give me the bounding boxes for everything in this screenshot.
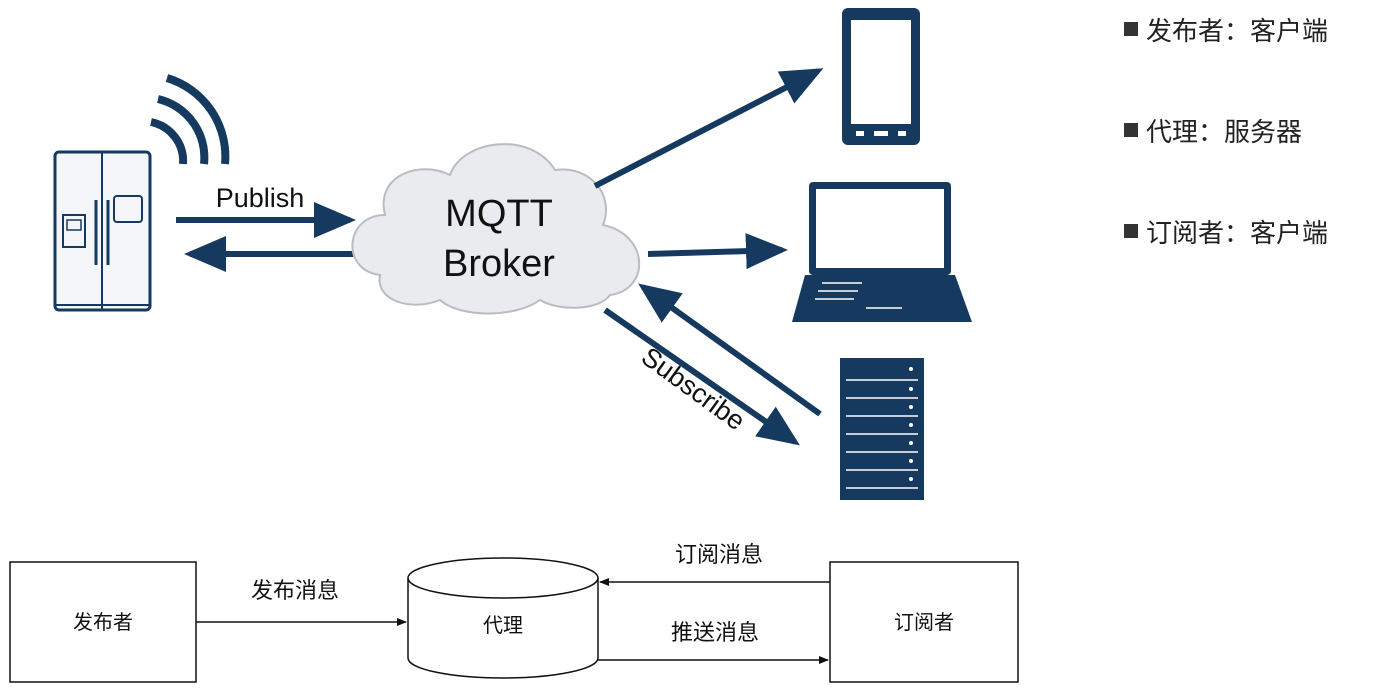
server-icon bbox=[840, 358, 924, 500]
arrow-to-phone bbox=[593, 68, 824, 189]
legend-text: 订阅者：客户端 bbox=[1146, 218, 1329, 249]
publish-label: Publish bbox=[216, 183, 305, 213]
wifi-signal-icon bbox=[150, 74, 230, 165]
legend-item: 代理：服务器 bbox=[1124, 111, 1374, 149]
square-bullet-icon bbox=[1124, 224, 1138, 238]
laptop-icon bbox=[792, 182, 972, 322]
subscriber-box bbox=[829, 561, 1019, 683]
publish-msg-label: 发布消息 bbox=[251, 579, 339, 604]
cloud-icon bbox=[351, 143, 641, 315]
publisher-label: 发布者 bbox=[73, 610, 133, 634]
subscribe-arrow bbox=[638, 283, 822, 417]
square-bullet-icon bbox=[1124, 22, 1138, 36]
publisher-box bbox=[9, 561, 197, 683]
legend-item: 订阅者：客户端 bbox=[1124, 212, 1374, 250]
legend-text: 发布者：客户端 bbox=[1146, 16, 1329, 47]
arrow-to-laptop bbox=[647, 233, 788, 270]
subscriber-label: 订阅者 bbox=[894, 610, 954, 634]
legend-text: 代理：服务器 bbox=[1146, 117, 1303, 148]
broker-cylinder-label: 代理 bbox=[483, 613, 523, 637]
push-msg-label: 推送消息 bbox=[671, 621, 759, 646]
push-arrow-to-server bbox=[603, 307, 800, 446]
smartphone-icon bbox=[842, 8, 920, 145]
legend: 发布者：客户端 代理：服务器 订阅者：客户端 bbox=[1124, 10, 1374, 313]
legend-item: 发布者：客户端 bbox=[1124, 10, 1374, 48]
broker-label-line2: Broker bbox=[443, 243, 555, 285]
broker-cylinder bbox=[407, 557, 599, 679]
broker-label-line1: MQTT bbox=[445, 193, 553, 235]
fridge-icon bbox=[53, 150, 152, 312]
subscribe-msg-label: 订阅消息 bbox=[675, 543, 763, 568]
square-bullet-icon bbox=[1124, 123, 1138, 137]
